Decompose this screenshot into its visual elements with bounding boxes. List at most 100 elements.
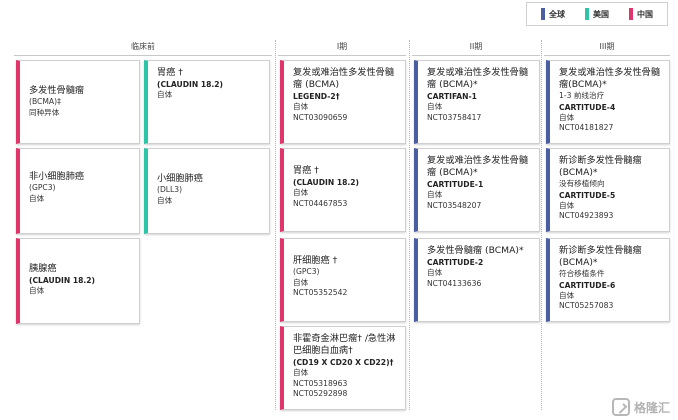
card-line-of-therapy: 1-3 前线治疗 [559,91,605,100]
card-title: 胃癌 [293,165,312,176]
card-footnote-mark: † [332,255,338,266]
card-title: 胰腺癌 [29,263,57,274]
card-trial-name: CARTITUDE-4 [559,102,616,112]
card-target: (CD19 X CD20 X CD22) [293,358,390,367]
pipeline-card-nsclc[interactable]: 非小细胞肺癌 (GPC3) 自体 [16,148,140,234]
card-cell-source: 自体 [29,286,45,295]
card-cell-source: 自体 [427,190,443,199]
legend-label-china: 中国 [637,9,653,19]
card-trial-name: CARTITUDE-6 [559,280,616,290]
card-title: 非小细胞肺癌 [29,171,85,182]
card-target: (GPC3) [293,267,320,276]
card-title: 小细胞肺癌 [157,173,203,184]
legend-item-china: 中国 [629,8,653,20]
card-nct-id: NCT04181827 [559,123,614,132]
card-footnote-mark: ‡ [57,97,61,106]
watermark: 格隆汇 [611,398,670,416]
card-nct-id: NCT03090659 [293,112,348,122]
pipeline-card-cartitude-1[interactable]: 复发或难治性多发性骨髓瘤 (BCMA)* CARTITUDE-1 自体 NCT0… [414,148,540,232]
card-cell-source: 自体 [427,102,443,111]
pipeline-card-hcc[interactable]: 肝细胞癌 † (GPC3) 自体 NCT05352542 [280,238,406,322]
column-divider [541,40,542,410]
pipeline-card-sclc[interactable]: 小细胞肺癌 (DLL3) 自体 [144,148,270,234]
card-title: 复发或难治性多发性骨髓瘤 (BCMA) [293,67,395,90]
card-nct-id: NCT05257083 [559,301,614,310]
card-patient-group: 没有移植倾向 [559,179,605,188]
card-cell-source: 自体 [293,368,309,377]
pipeline-card-gastric-cancer-cn[interactable]: 胃癌 † (CLAUDIN 18.2) 自体 NCT04467853 [280,148,406,232]
legend-item-global: 全球 [541,8,565,20]
pipeline-card-nhl-all[interactable]: 非霍奇金淋巴瘤† /急性淋巴细胞白血病† (CD19 X CD20 X CD22… [280,326,406,410]
card-title: 胃癌 [157,67,176,78]
pipeline-card-gastric-cancer-us[interactable]: 胃癌 † (CLAUDIN 18.2) 自体 [144,60,270,144]
legend-swatch-global [541,8,545,20]
card-footnote-mark: † /急性淋巴细胞白血病† [293,333,396,356]
watermark-logo-icon [611,398,630,416]
card-nct-id: NCT03548207 [427,200,482,210]
column-header-preclinical: 临床前 [14,42,272,56]
card-title: 非霍奇金淋巴瘤 [293,333,358,344]
card-footnote-mark: † [389,358,394,367]
legend-label-us: 美国 [593,9,609,19]
card-trial-name: CARTITUDE-5 [559,190,616,200]
card-title: 多发性骨髓瘤 (BCMA)* [427,245,524,256]
card-title: 复发或难治性多发性骨髓瘤(BCMA)* [559,67,661,90]
legend-swatch-us [585,8,589,20]
column-divider [409,40,410,410]
card-nct-id: NCT05318963 [293,378,348,388]
card-target: (GPC3) [29,183,56,192]
card-trial-name: CARTITUDE-2 [427,258,484,267]
card-cell-source: 自体 [293,102,309,111]
pipeline-card-multiple-myeloma-allogeneic[interactable]: 多发性骨髓瘤 (BCMA)‡ 同种异体 [16,60,140,144]
card-cell-source: 自体 [29,193,45,203]
card-title: 新诊断多发性骨髓瘤 (BCMA)* [559,155,642,178]
card-nct-id: NCT03758417 [427,112,482,122]
column-divider [275,40,276,410]
pipeline-card-cartitude-4[interactable]: 复发或难治性多发性骨髓瘤(BCMA)* 1-3 前线治疗 CARTITUDE-4… [546,60,670,144]
card-target: (BCMA) [29,97,58,106]
card-trial-name: LEGEND-2 [293,92,336,101]
column-header-phase-2: II期 [412,42,540,56]
card-target: (CLAUDIN 18.2) [157,80,224,89]
card-title: 新诊断多发性骨髓瘤 (BCMA)* [559,245,642,268]
card-footnote-mark: † [178,67,183,78]
card-nct-id: NCT05292898 [293,389,348,398]
card-cell-source: 自体 [559,112,575,122]
legend: 全球 美国 中国 [526,2,668,26]
card-nct-id: NCT04923893 [559,211,614,220]
card-cell-source: 自体 [559,290,575,300]
card-cell-source: 自体 [293,188,309,197]
card-target: (CLAUDIN 18.2) [293,178,360,187]
column-header-phase-1: I期 [278,42,406,56]
watermark-text: 格隆汇 [633,400,670,415]
card-footnote-mark: † [314,165,319,176]
card-nct-id: NCT04467853 [293,198,348,208]
legend-label-global: 全球 [549,9,565,19]
card-nct-id: NCT05352542 [293,288,348,297]
card-nct-id: NCT04133636 [427,278,482,288]
card-patient-group: 符合移植条件 [559,269,605,278]
card-cell-source: 自体 [157,90,173,99]
card-cell-source: 同种异体 [29,107,60,117]
card-title: 肝细胞癌 [293,255,330,266]
card-target: (DLL3) [157,185,183,194]
legend-item-us: 美国 [585,8,609,20]
card-cell-source: 自体 [427,268,443,277]
card-title: 复发或难治性多发性骨髓瘤 (BCMA)* [427,155,529,178]
card-cell-source: 自体 [559,200,575,210]
pipeline-card-cartitude-2[interactable]: 多发性骨髓瘤 (BCMA)* CARTITUDE-2 自体 NCT0413363… [414,238,540,322]
card-footnote-mark: † [335,92,340,101]
card-trial-name: CARTITUDE-1 [427,180,484,189]
pipeline-card-cartifan-1[interactable]: 复发或难治性多发性骨髓瘤 (BCMA)* CARTIFAN-1 自体 NCT03… [414,60,540,144]
card-cell-source: 自体 [293,277,309,287]
card-trial-name: CARTIFAN-1 [427,92,477,101]
column-header-phase-3: III期 [544,42,670,56]
card-title: 复发或难治性多发性骨髓瘤 (BCMA)* [427,67,529,90]
card-cell-source: 自体 [157,195,173,205]
card-target: (CLAUDIN 18.2) [29,276,96,285]
pipeline-card-cartitude-5[interactable]: 新诊断多发性骨髓瘤 (BCMA)* 没有移植倾向 CARTITUDE-5 自体 … [546,148,670,232]
pipeline-card-cartitude-6[interactable]: 新诊断多发性骨髓瘤 (BCMA)* 符合移植条件 CARTITUDE-6 自体 … [546,238,670,322]
card-title: 多发性骨髓瘤 [29,85,85,96]
pipeline-card-pancreatic-cancer[interactable]: 胰腺癌 (CLAUDIN 18.2) 自体 [16,238,140,324]
pipeline-card-legend-2[interactable]: 复发或难治性多发性骨髓瘤 (BCMA) LEGEND-2† 自体 NCT0309… [280,60,406,144]
